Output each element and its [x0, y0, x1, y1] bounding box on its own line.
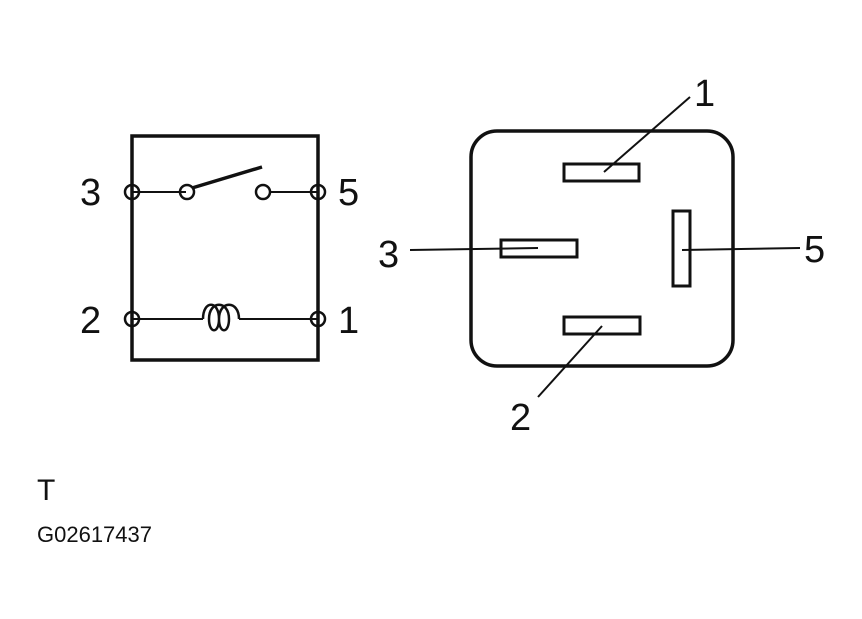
pin-1-label: 1 [694, 73, 715, 115]
switch-pivot [178, 183, 196, 201]
pin-1-leader [603, 96, 691, 173]
pin-1-blade [562, 162, 641, 183]
terminal-2-circle [123, 310, 141, 328]
schematic-box [130, 134, 320, 362]
footer-letter: T [37, 474, 55, 507]
terminal-3-circle [123, 183, 141, 201]
switch-blade [191, 165, 263, 190]
pin-2-blade [562, 315, 642, 336]
relay-connector: 1 3 5 2 [378, 73, 825, 439]
pin-5-leader [681, 247, 801, 251]
coil-circuit [132, 303, 318, 332]
switch-contact [254, 183, 272, 201]
terminal-2-label: 2 [80, 300, 101, 342]
terminal-3-label: 3 [80, 172, 101, 214]
figure-id: G02617437 [37, 522, 152, 547]
relay-schematic: 3 5 2 1 [80, 134, 359, 362]
pin-5-label: 5 [804, 229, 825, 271]
pin-3-label: 3 [378, 234, 399, 276]
pin-2-label: 2 [510, 397, 531, 439]
terminal-5-label: 5 [338, 172, 359, 214]
terminal-5-circle [309, 183, 327, 201]
coil-icon [201, 303, 241, 332]
switch-circuit [132, 165, 318, 201]
terminal-1-circle [309, 310, 327, 328]
pin-5-blade [671, 209, 692, 288]
terminal-1-label: 1 [338, 300, 359, 342]
pin-3-leader [409, 247, 539, 251]
pin-2-leader [537, 325, 603, 398]
